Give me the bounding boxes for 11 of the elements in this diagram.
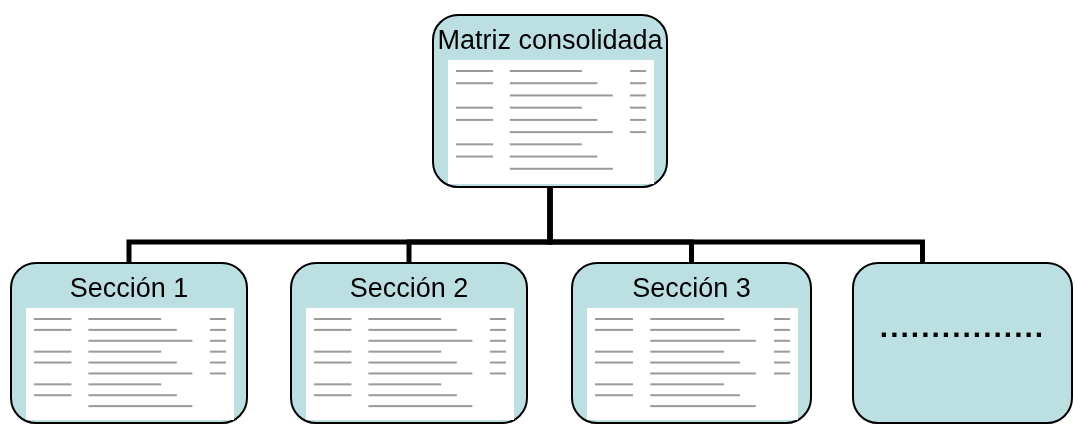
rounded-box <box>432 14 668 188</box>
rounded-box <box>10 262 248 424</box>
box-title: Matriz consolidada <box>437 24 663 56</box>
box-title: Sección 2 <box>349 272 469 304</box>
rounded-box <box>852 262 1073 424</box>
box-title: Sección 1 <box>69 272 189 304</box>
box-title: Sección 3 <box>632 272 751 304</box>
connector-line <box>547 188 925 262</box>
ellipsis-text: ................ <box>879 311 1046 343</box>
rounded-box <box>571 262 812 424</box>
rounded-box <box>290 262 528 424</box>
